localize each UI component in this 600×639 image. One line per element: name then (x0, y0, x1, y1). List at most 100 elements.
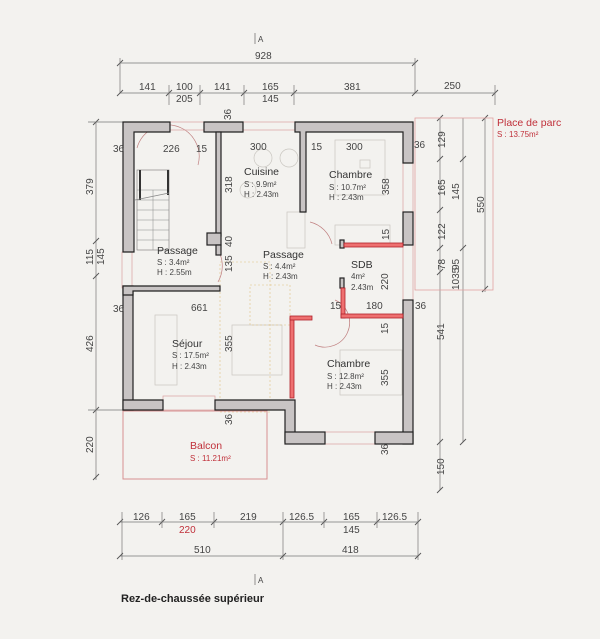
walls (122, 121, 414, 445)
svg-text:36: 36 (113, 144, 125, 155)
svg-text:Place de parc: Place de parc (497, 117, 561, 129)
svg-text:220: 220 (179, 525, 196, 536)
svg-text:126.5: 126.5 (289, 512, 314, 523)
svg-text:129: 129 (437, 131, 448, 148)
svg-text:Chambre: Chambre (327, 358, 370, 370)
svg-text:S : 12.8m²: S : 12.8m² (327, 372, 364, 381)
room-cuisine: Cuisine S : 9.9m² H : 2.43m (244, 166, 279, 199)
svg-text:226: 226 (163, 144, 180, 155)
svg-text:4m²: 4m² (351, 272, 365, 281)
svg-text:15: 15 (196, 144, 208, 155)
svg-text:36: 36 (415, 301, 427, 312)
new-walls (289, 242, 404, 399)
svg-text:1035: 1035 (451, 267, 462, 290)
svg-text:135: 135 (224, 255, 235, 272)
svg-text:15: 15 (330, 301, 342, 312)
svg-text:S : 4.4m²: S : 4.4m² (263, 262, 296, 271)
room-sdb: SDB 4m² 2.43m (351, 259, 374, 292)
svg-text:H : 2.43m: H : 2.43m (263, 272, 298, 281)
svg-text:H : 2.55m: H : 2.55m (157, 268, 192, 277)
svg-text:15: 15 (311, 142, 323, 153)
svg-text:S : 13.75m²: S : 13.75m² (497, 130, 539, 139)
svg-text:H : 2.43m: H : 2.43m (329, 193, 364, 202)
svg-text:220: 220 (85, 436, 96, 453)
svg-text:145: 145 (262, 94, 279, 105)
section-marker-top: A (254, 33, 264, 44)
svg-text:381: 381 (344, 82, 361, 93)
room-chambre-1: Chambre S : 10.7m² H : 2.43m (329, 169, 372, 202)
svg-text:SDB: SDB (351, 259, 373, 271)
svg-text:426: 426 (85, 335, 96, 352)
svg-text:141: 141 (214, 82, 231, 93)
svg-text:141: 141 (139, 82, 156, 93)
svg-text:Passage: Passage (263, 249, 304, 261)
svg-text:220: 220 (380, 273, 391, 290)
svg-text:A: A (258, 576, 264, 585)
right-dimensions: 129 165 122 78 541 150 145 95 1035 550 (436, 114, 489, 494)
svg-text:Séjour: Séjour (172, 338, 203, 350)
svg-text:379: 379 (85, 178, 96, 195)
svg-text:541: 541 (436, 323, 447, 340)
section-marker-bottom: A (254, 574, 264, 585)
room-chambre-2: Chambre S : 12.8m² H : 2.43m (327, 358, 370, 391)
svg-text:126.5: 126.5 (382, 512, 407, 523)
bottom-dimensions: 126 165 220 219 126.5 165 145 126.5 510 … (116, 512, 422, 560)
svg-text:145: 145 (96, 248, 107, 265)
svg-text:H : 2.43m: H : 2.43m (244, 190, 279, 199)
svg-text:36: 36 (224, 413, 235, 425)
svg-text:H : 2.43m: H : 2.43m (327, 382, 362, 391)
svg-text:S : 11.21m²: S : 11.21m² (190, 454, 231, 463)
plan-caption: Rez-de-chaussée supérieur (121, 593, 265, 605)
room-passage-1: Passage S : 3.4m² H : 2.55m (157, 245, 198, 277)
staircase (134, 169, 170, 251)
svg-text:250: 250 (444, 81, 461, 92)
svg-text:Cuisine: Cuisine (244, 166, 279, 178)
svg-text:Balcon: Balcon (190, 440, 222, 452)
svg-text:S : 3.4m²: S : 3.4m² (157, 258, 190, 267)
svg-text:Chambre: Chambre (329, 169, 372, 181)
room-passage-2: Passage S : 4.4m² H : 2.43m (263, 249, 304, 281)
svg-text:Passage: Passage (157, 245, 198, 257)
balcony: Balcon S : 11.21m² (122, 410, 268, 480)
svg-text:510: 510 (194, 545, 211, 556)
left-dimensions: 379 115 145 426 220 (85, 118, 125, 481)
svg-text:S : 17.5m²: S : 17.5m² (172, 351, 209, 360)
svg-text:165: 165 (437, 179, 448, 196)
svg-text:H : 2.43m: H : 2.43m (172, 362, 207, 371)
svg-text:165: 165 (179, 512, 196, 523)
svg-text:355: 355 (224, 335, 235, 352)
svg-text:355: 355 (380, 369, 391, 386)
svg-text:145: 145 (451, 183, 462, 200)
svg-text:358: 358 (381, 178, 392, 195)
svg-text:180: 180 (366, 301, 383, 312)
svg-text:150: 150 (436, 458, 447, 475)
svg-text:300: 300 (250, 142, 267, 153)
svg-text:219: 219 (240, 512, 257, 523)
svg-text:36: 36 (113, 304, 125, 315)
svg-text:S : 10.7m²: S : 10.7m² (329, 183, 366, 192)
svg-text:S : 9.9m²: S : 9.9m² (244, 180, 277, 189)
svg-text:550: 550 (476, 196, 487, 213)
svg-text:2.43m: 2.43m (351, 283, 374, 292)
svg-text:145: 145 (343, 525, 360, 536)
svg-text:115: 115 (85, 249, 96, 265)
svg-text:300: 300 (346, 142, 363, 153)
svg-text:40: 40 (224, 235, 235, 247)
svg-text:95: 95 (451, 258, 462, 270)
svg-text:78: 78 (437, 258, 448, 270)
svg-text:36: 36 (380, 443, 391, 455)
svg-text:165: 165 (343, 512, 360, 523)
parking-area: Place de parc S : 13.75m² (414, 117, 561, 291)
interior-dimensions: 36 226 15 300 15 300 36 36 318 358 40 13… (113, 108, 427, 455)
svg-text:36: 36 (414, 140, 426, 151)
svg-text:318: 318 (224, 176, 235, 193)
svg-text:165: 165 (262, 82, 279, 93)
svg-text:100: 100 (176, 82, 193, 93)
svg-text:661: 661 (191, 303, 208, 314)
room-sejour: Séjour S : 17.5m² H : 2.43m (172, 338, 209, 371)
svg-text:122: 122 (437, 223, 448, 240)
svg-text:205: 205 (176, 94, 193, 105)
svg-text:A: A (258, 35, 264, 44)
furniture (154, 139, 403, 413)
